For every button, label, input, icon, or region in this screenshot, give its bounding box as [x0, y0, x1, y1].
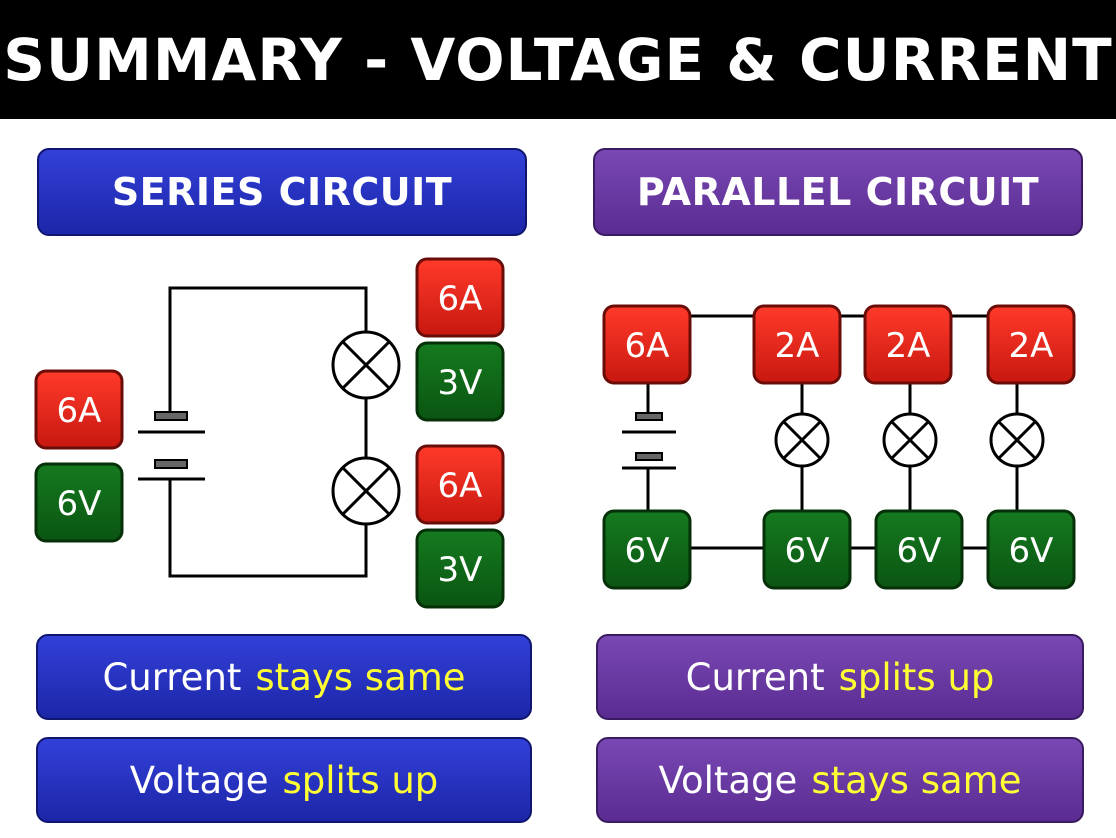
current-badge: 2A	[752, 304, 842, 385]
parallel-circuit-heading: PARALLEL CIRCUIT	[593, 148, 1083, 236]
voltage-badge: 3V	[415, 341, 505, 422]
summary-highlight: stays same	[811, 758, 1022, 802]
voltage-badge: 6V	[34, 462, 124, 543]
badge-label: 2A	[775, 326, 820, 366]
series-circuit	[168, 286, 368, 578]
badge-label: 6V	[1009, 531, 1054, 571]
badge-label: 6A	[438, 279, 483, 319]
summary-prefix: Current	[685, 655, 825, 699]
series-wire	[168, 480, 368, 578]
series-voltage-summary: Voltage splits up	[36, 737, 532, 823]
page-title: SUMMARY - VOLTAGE & CURRENT	[0, 0, 1116, 119]
voltage-badge: 6V	[762, 509, 852, 590]
series-battery-icon	[138, 411, 205, 481]
voltage-badge: 6V	[986, 509, 1076, 590]
current-badge: 6A	[415, 444, 505, 525]
lamp-icon	[989, 412, 1045, 468]
summary-prefix: Voltage	[129, 758, 269, 802]
voltage-badge: 6V	[874, 509, 964, 590]
summary-highlight: stays same	[255, 655, 466, 699]
lamp-icon	[331, 456, 401, 526]
voltage-badge: 6V	[602, 509, 692, 590]
lamp-icon	[331, 330, 401, 400]
current-badge: 2A	[986, 304, 1076, 385]
badge-label: 6A	[438, 466, 483, 506]
series-wire	[168, 286, 368, 415]
voltage-badge: 3V	[415, 528, 505, 609]
current-badge: 6A	[602, 304, 692, 385]
badge-label: 3V	[438, 550, 483, 590]
badge-label: 3V	[438, 363, 483, 403]
current-badge: 6A	[415, 257, 505, 338]
current-badge: 6A	[34, 369, 124, 450]
badge-label: 6V	[57, 484, 102, 524]
parallel-battery-icon	[622, 412, 676, 470]
badge-label: 2A	[1009, 326, 1054, 366]
summary-highlight: splits up	[838, 655, 995, 699]
summary-prefix: Current	[102, 655, 242, 699]
series-current-summary: Current stays same	[36, 634, 532, 720]
badge-label: 6A	[625, 326, 670, 366]
summary-prefix: Voltage	[658, 758, 798, 802]
badge-label: 6V	[785, 531, 830, 571]
lamp-icon	[882, 412, 938, 468]
series-circuit-heading: SERIES CIRCUIT	[37, 148, 527, 236]
lamp-icon	[774, 412, 830, 468]
badge-label: 6A	[57, 391, 102, 431]
summary-highlight: splits up	[282, 758, 439, 802]
badge-label: 6V	[897, 531, 942, 571]
parallel-voltage-summary: Voltage stays same	[596, 737, 1084, 823]
badge-label: 6V	[625, 531, 670, 571]
current-badge: 2A	[863, 304, 953, 385]
badge-label: 2A	[886, 326, 931, 366]
parallel-current-summary: Current splits up	[596, 634, 1084, 720]
